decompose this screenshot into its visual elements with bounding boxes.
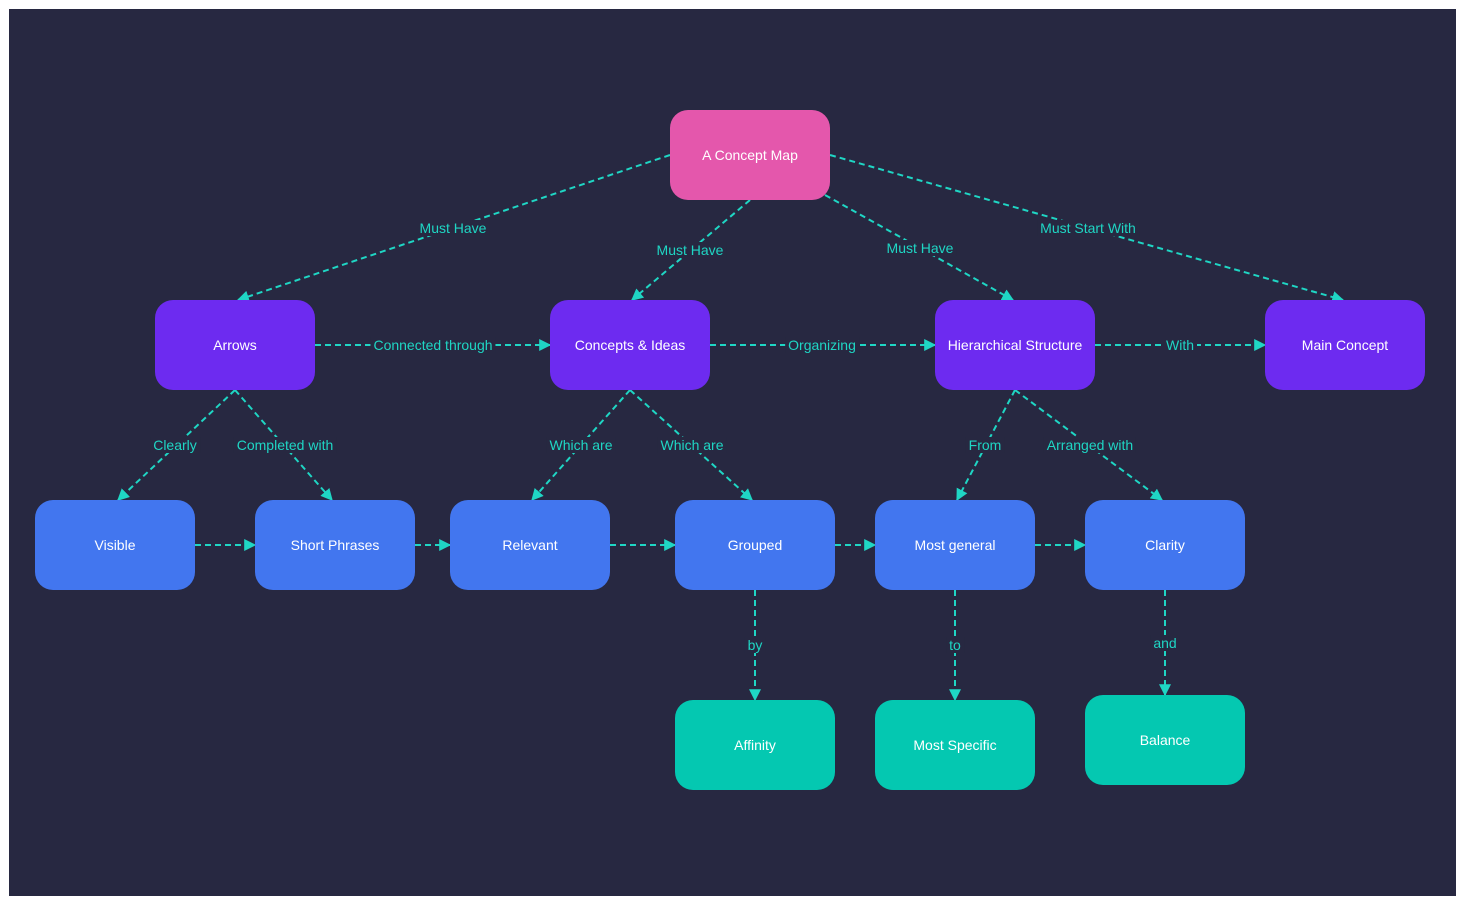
edge-label: Completed with <box>233 437 337 453</box>
node-label: Visible <box>94 537 136 553</box>
node-label: Arrows <box>213 337 257 353</box>
connector-root-to-concepts <box>631 199 751 301</box>
node-label: Clarity <box>1145 537 1185 553</box>
node-hierarchical-structure[interactable]: Hierarchical Structure <box>935 300 1095 390</box>
edge-label: Must Have <box>883 240 957 256</box>
node-most-general[interactable]: Most general <box>875 500 1035 590</box>
node-short-phrases[interactable]: Short Phrases <box>255 500 415 590</box>
edge-label: Connected through <box>370 337 496 353</box>
node-affinity[interactable]: Affinity <box>675 700 835 790</box>
node-arrows[interactable]: Arrows <box>155 300 315 390</box>
connector-root-to-hierarchical <box>824 194 1015 301</box>
edge-label: Must Start With <box>1037 220 1139 236</box>
node-label: Hierarchical Structure <box>947 337 1083 353</box>
node-concepts-ideas[interactable]: Concepts & Ideas <box>550 300 710 390</box>
node-main-concept[interactable]: Main Concept <box>1265 300 1425 390</box>
edge-label: Arranged with <box>1043 437 1137 453</box>
edge-label: With <box>1163 337 1197 353</box>
connector-root-to-arrows <box>236 154 671 303</box>
node-grouped[interactable]: Grouped <box>675 500 835 590</box>
node-label: Main Concept <box>1301 337 1389 353</box>
node-label: Balance <box>1139 732 1191 748</box>
edge-label: by <box>744 637 766 653</box>
node-visible[interactable]: Visible <box>35 500 195 590</box>
node-label: Short Phrases <box>290 537 380 553</box>
node-label: Concepts & Ideas <box>574 337 686 353</box>
node-balance[interactable]: Balance <box>1085 695 1245 785</box>
node-label: A Concept Map <box>702 147 798 163</box>
node-clarity[interactable]: Clarity <box>1085 500 1245 590</box>
edge-label: Must Have <box>653 242 727 258</box>
edge-label: Organizing <box>785 337 859 353</box>
edge-label: From <box>965 437 1005 453</box>
edge-label: Which are <box>657 437 727 453</box>
node-label: Most general <box>914 537 996 553</box>
node-label: Affinity <box>734 737 776 753</box>
node-relevant[interactable]: Relevant <box>450 500 610 590</box>
edge-label: Which are <box>546 437 616 453</box>
connector-root-to-main-concept <box>829 154 1345 303</box>
node-label: Relevant <box>502 537 558 553</box>
edge-label: Clearly <box>150 437 200 453</box>
edge-label: and <box>1150 635 1180 651</box>
edge-label: Must Have <box>416 220 490 236</box>
node-a-concept-map[interactable]: A Concept Map <box>670 110 830 200</box>
node-most-specific[interactable]: Most Specific <box>875 700 1035 790</box>
node-label: Most Specific <box>913 737 997 753</box>
edge-label: to <box>946 637 964 653</box>
node-label: Grouped <box>727 537 783 553</box>
